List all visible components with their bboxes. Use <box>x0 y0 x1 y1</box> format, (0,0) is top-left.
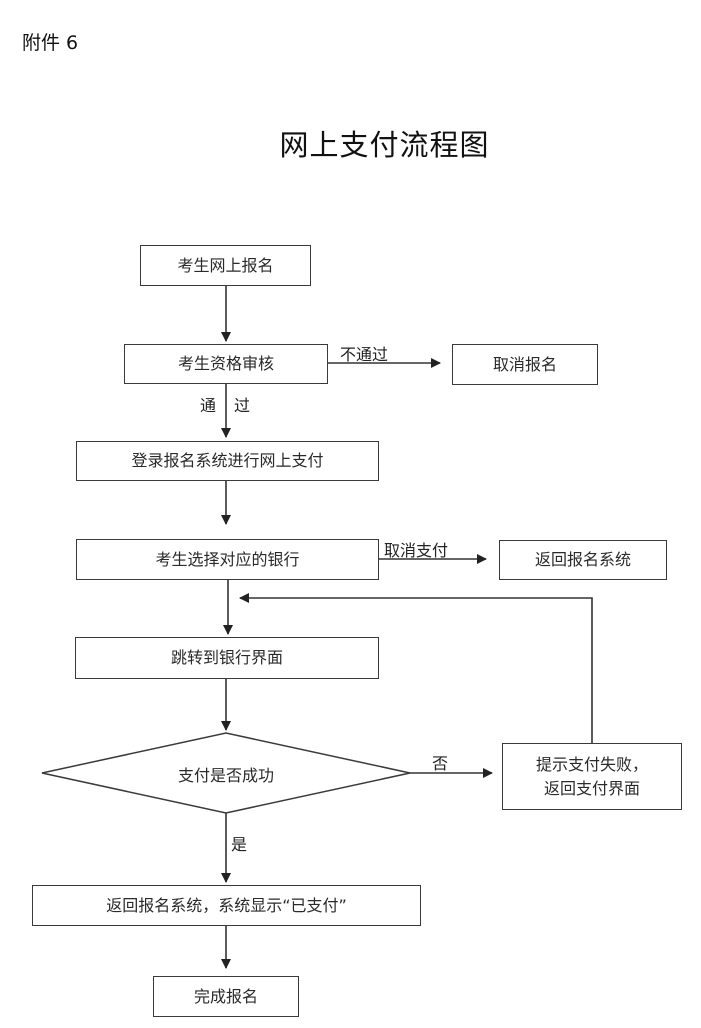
node-payment-failed: 提示支付失败， 返回支付界面 <box>502 743 682 810</box>
fail-line-1: 提示支付失败， <box>535 754 648 774</box>
edge-label-pass-left: 通 <box>200 396 217 415</box>
edge-label-pass-right: 过 <box>234 396 251 415</box>
node-paid-status: 返回报名系统，系统显示“已支付” <box>32 885 421 926</box>
edge-label-yes: 是 <box>231 835 248 854</box>
node-return-system: 返回报名系统 <box>499 540 667 580</box>
node-label: 跳转到银行界面 <box>170 648 283 667</box>
node-complete-registration: 完成报名 <box>153 976 299 1017</box>
node-label: 返回报名系统，系统显示“已支付” <box>106 895 347 915</box>
node-login-pay: 登录报名系统进行网上支付 <box>76 441 379 481</box>
node-qualification-review: 考生资格审核 <box>124 344 328 384</box>
node-jump-bank: 跳转到银行界面 <box>75 637 379 679</box>
node-label: 考生选择对应的银行 <box>155 549 300 569</box>
edge-label-reject: 不通过 <box>340 345 389 364</box>
edge-label-no: 否 <box>432 754 449 773</box>
attachment-label: 附件 6 <box>22 32 79 54</box>
feedback-line <box>239 593 593 743</box>
node-label: 考生资格审核 <box>177 354 274 373</box>
edge-label-cancel-pay: 取消支付 <box>384 541 449 560</box>
node-online-registration: 考生网上报名 <box>140 245 311 286</box>
node-select-bank: 考生选择对应的银行 <box>76 539 379 580</box>
node-label: 考生网上报名 <box>177 255 274 275</box>
node-label: 登录报名系统进行网上支付 <box>131 451 324 470</box>
node-label: 取消报名 <box>492 354 557 374</box>
decision-label: 支付是否成功 <box>177 766 274 785</box>
node-label: 完成报名 <box>193 986 258 1006</box>
decision-diamond <box>41 732 411 814</box>
page-title: 网上支付流程图 <box>279 128 490 162</box>
node-label: 返回报名系统 <box>534 550 631 569</box>
node-cancel-registration: 取消报名 <box>452 344 598 385</box>
fail-line-2: 返回支付界面 <box>543 778 640 798</box>
